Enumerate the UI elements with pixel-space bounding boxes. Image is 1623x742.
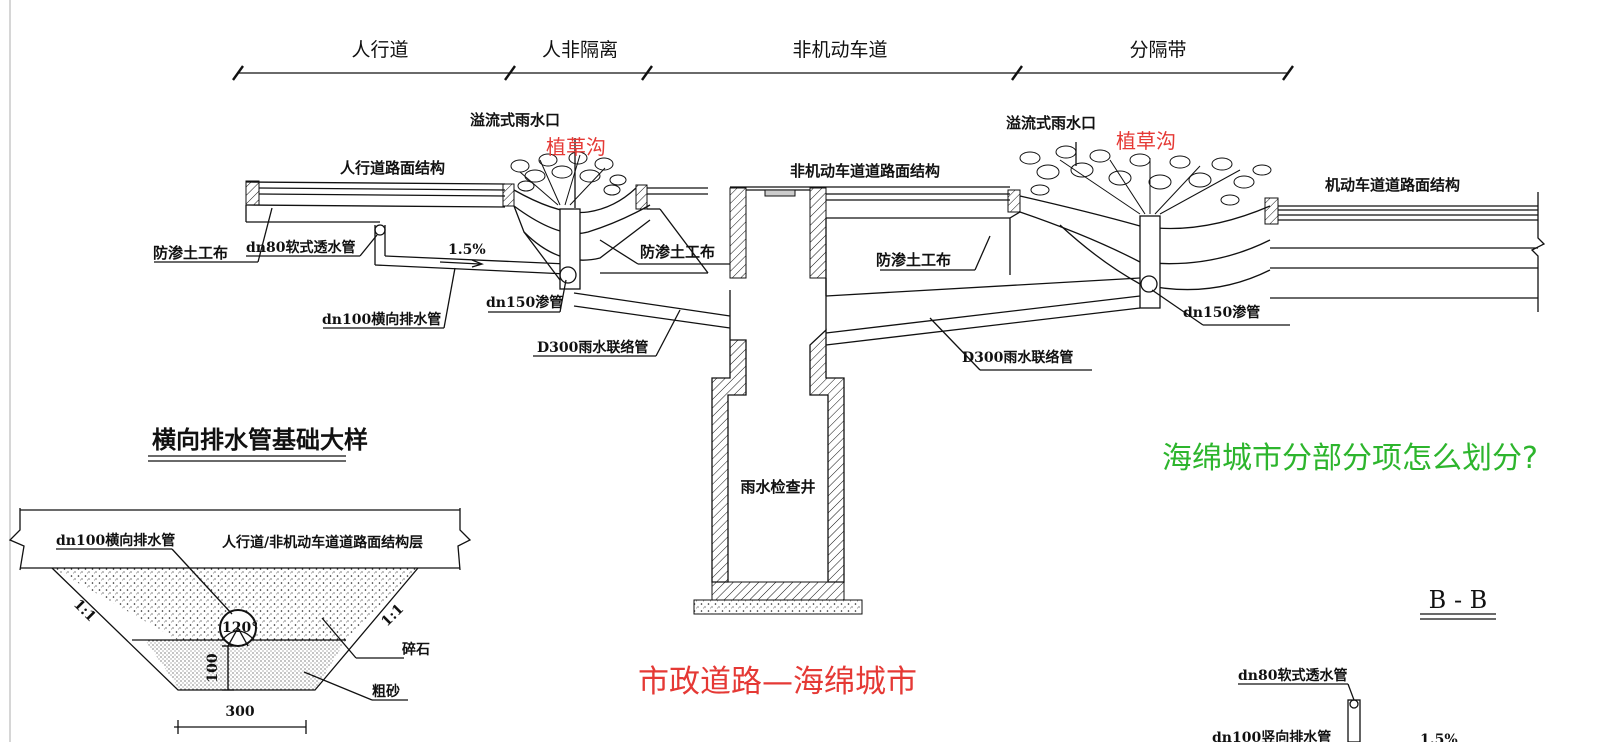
manhole-label: 雨水检查井 <box>740 478 815 496</box>
detail-pipe-label: dn100横向排水管 <box>56 532 175 549</box>
section-bb-title: B - B <box>1429 586 1488 614</box>
zone-dimension-line: 人行道 人非隔离 非机动车道 分隔带 <box>232 39 1294 81</box>
connector-pipes <box>573 292 1141 346</box>
overflow-inlet-right: 溢流式雨水口 <box>1006 114 1096 132</box>
connector-left: D300雨水联络管 <box>537 339 648 356</box>
soft-drain-pipe-label: dn80软式透水管 <box>246 239 355 256</box>
detail-slope-left: 1:1 <box>70 596 99 625</box>
seepage-pipe-left: dn150渗管 <box>486 294 563 311</box>
overflow-inlet-left: 溢流式雨水口 <box>470 111 560 129</box>
manhole: 雨水检查井 <box>693 278 863 615</box>
bb-vertical-pipe: dn100竖向排水管 <box>1212 729 1331 742</box>
detail-layer-label: 人行道/非机动车道道路面结构层 <box>222 534 423 551</box>
transverse-drain-label: dn100横向排水管 <box>322 311 441 328</box>
bb-slope: 1.5% <box>1420 732 1458 742</box>
nonmotor-pavement-label: 非机动车道道路面结构 <box>790 162 940 180</box>
detail-depth: 100 <box>205 653 221 682</box>
cross-section: 雨水检查井 <box>153 111 1546 615</box>
nonmotor-lane <box>729 186 1141 297</box>
detail-width: 300 <box>225 704 254 720</box>
zone-separator-strip: 分隔带 <box>1129 39 1186 61</box>
question-caption: 海绵城市分部分项怎么划分? <box>1162 441 1538 476</box>
seepage-pipe-right: dn150渗管 <box>1183 304 1260 321</box>
main-caption: 市政道路—海绵城市 <box>638 664 917 700</box>
zone-sidewalk: 人行道 <box>351 39 408 61</box>
left-bioswale <box>502 151 709 290</box>
section-bb: B - B dn80软式透水管 dn100竖向排水管 1.5% <box>1212 586 1496 742</box>
slope-label: 1.5% <box>448 242 486 258</box>
zone-nonmotor-lane: 非机动车道 <box>792 39 887 61</box>
connector-right: D300雨水联络管 <box>962 349 1073 366</box>
sidewalk-pavement <box>245 180 568 275</box>
right-bioswale <box>1009 145 1279 309</box>
pipe-foundation-detail: 横向排水管基础大样 dn100横向排水管 人行道/非机动车道道路面结构层 1:1… <box>8 425 472 734</box>
geotextile-label-1: 防渗土工布 <box>153 244 228 262</box>
bioswale-right: 植草沟 <box>1116 129 1176 153</box>
detail-title: 横向排水管基础大样 <box>152 425 368 454</box>
detail-angle: 120° <box>222 620 258 636</box>
bioswale-left: 植草沟 <box>546 135 606 159</box>
detail-gravel: 碎石 <box>402 641 430 658</box>
geotextile-label-3: 防渗土工布 <box>876 251 951 269</box>
motor-pavement <box>1270 192 1546 312</box>
detail-slope-right: 1:1 <box>378 601 407 630</box>
leader-lines <box>154 138 1290 371</box>
zone-separator: 人非隔离 <box>542 39 618 61</box>
geotextile-label-2: 防渗土工布 <box>640 243 715 261</box>
sidewalk-pavement-label: 人行道路面结构 <box>340 159 445 177</box>
detail-coarse-sand: 粗砂 <box>372 683 400 700</box>
bb-soft-pipe: dn80软式透水管 <box>1238 667 1347 684</box>
motor-pavement-label: 机动车道道路面结构 <box>1325 176 1460 194</box>
